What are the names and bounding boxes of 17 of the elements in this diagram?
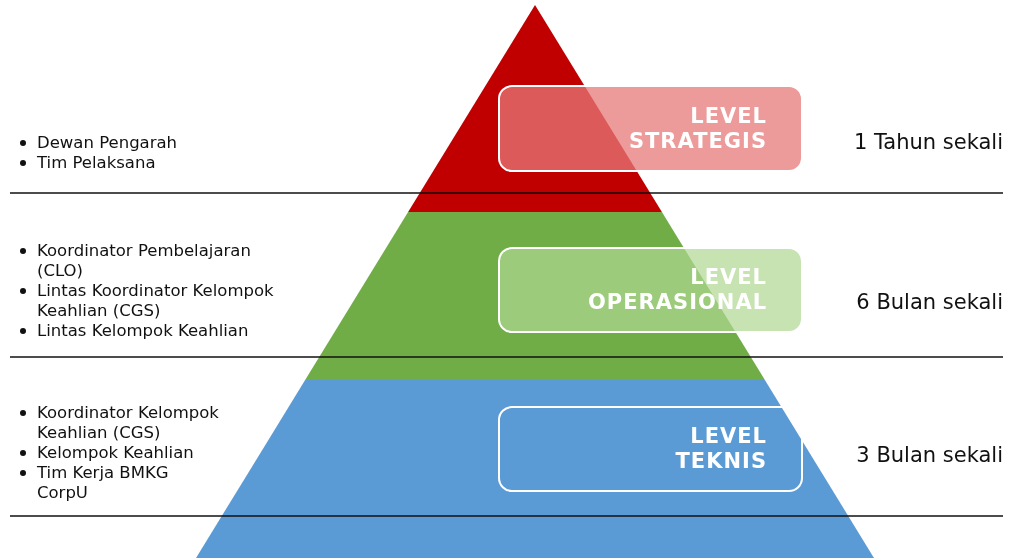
frequency-label: 6 Bulan sekali [856,290,1003,314]
frequency-label: 3 Bulan sekali [856,443,1003,467]
level-title: LEVEL STRATEGIS [628,103,767,154]
level-box [498,85,803,172]
level-title: LEVEL TEKNIS [675,424,767,474]
bullet-item: Lintas Kelompok Keahlian [37,321,250,341]
bullet-item: Kelompok Keahlian [37,443,195,463]
level-box [498,406,803,492]
bullet-item: Tim Pelaksana [37,153,157,173]
bullet-item: Koordinator Kelompok Keahlian (CGS) [37,403,220,443]
bullet-item: Tim Kerja BMKG CorpU [37,463,170,503]
level-box [498,247,803,333]
bullet-item: Dewan Pengarah [37,133,179,153]
frequency-label: 1 Tahun sekali [853,130,1003,154]
level-title: LEVEL OPERASIONAL [588,265,767,315]
bullet-item: Koordinator Pembelajaran (CLO) [37,241,252,281]
bullet-item: Lintas Koordinator Kelompok Keahlian (CGS) [37,281,275,321]
